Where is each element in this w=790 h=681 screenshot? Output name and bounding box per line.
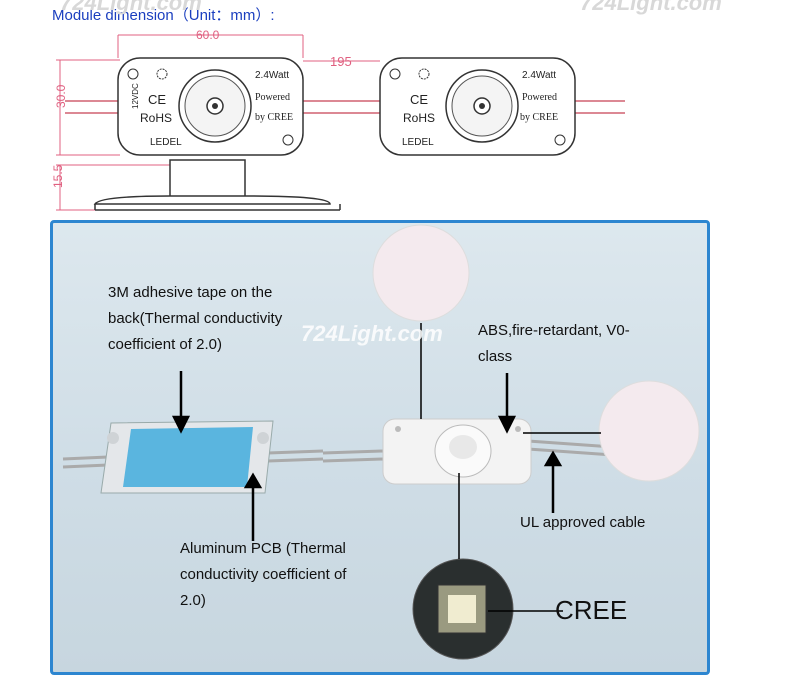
front-module <box>382 418 532 485</box>
module-drawing-right <box>379 57 576 156</box>
ce-mark: CE <box>410 92 428 107</box>
by-cree-label: by CREE <box>255 112 293 123</box>
left-wires <box>65 100 120 114</box>
width-label: 30.0 <box>54 84 68 108</box>
width-dimension <box>56 59 120 156</box>
wattage-label: 2.4Watt <box>522 70 556 81</box>
by-cree-label: by CREE <box>520 112 558 123</box>
rohs-mark: RoHS <box>140 111 172 125</box>
watermark-logo: 724Light.com <box>580 0 722 15</box>
voltage-label: 12VDC <box>131 83 140 109</box>
middle-wires <box>303 100 380 114</box>
photo-panel: 724Light.com <box>50 220 710 675</box>
side-profile <box>56 159 341 211</box>
annotation-arrows <box>171 323 601 612</box>
brand-label: LEDEL <box>150 137 182 148</box>
product-illustration <box>62 224 700 660</box>
dimension-drawing: 60.0 195 30.0 2.4Watt Powered by CREE CE <box>51 28 625 211</box>
pcb-note: Aluminum PCB (Thermal conductivity coeff… <box>180 540 347 609</box>
brand-label: LEDEL <box>402 137 434 148</box>
left-module-cables <box>62 449 324 469</box>
cree-note: CREE <box>555 595 628 625</box>
powered-label: Powered <box>522 92 557 103</box>
back-module <box>100 420 274 494</box>
module-drawing-left <box>117 57 304 156</box>
rohs-mark: RoHS <box>403 111 435 125</box>
ce-mark: CE <box>148 92 166 107</box>
cable-note: UL approved cable <box>520 514 646 531</box>
height-label: 15.5 <box>51 164 65 188</box>
abs-note: ABS,fire-retardant, V0-class <box>478 322 630 365</box>
right-wires <box>575 100 625 114</box>
page-heading: Module dimension（Unit：mm）: <box>52 7 275 24</box>
closeup-cree-chip <box>412 558 514 660</box>
closeup-back-label <box>598 380 700 482</box>
length-label: 60.0 <box>196 28 220 42</box>
spacing-label: 195 <box>330 54 352 69</box>
powered-label: Powered <box>255 92 290 103</box>
watermark-logo: 724Light.com <box>60 0 202 15</box>
closeup-front-label <box>372 224 470 322</box>
watermark-logo: 724Light.com <box>301 321 443 346</box>
tape-note: 3M adhesive tape on the back(Thermal con… <box>108 284 283 353</box>
wattage-label: 2.4Watt <box>255 70 289 81</box>
length-dimension <box>117 34 304 58</box>
middle-module-cables <box>322 439 614 463</box>
